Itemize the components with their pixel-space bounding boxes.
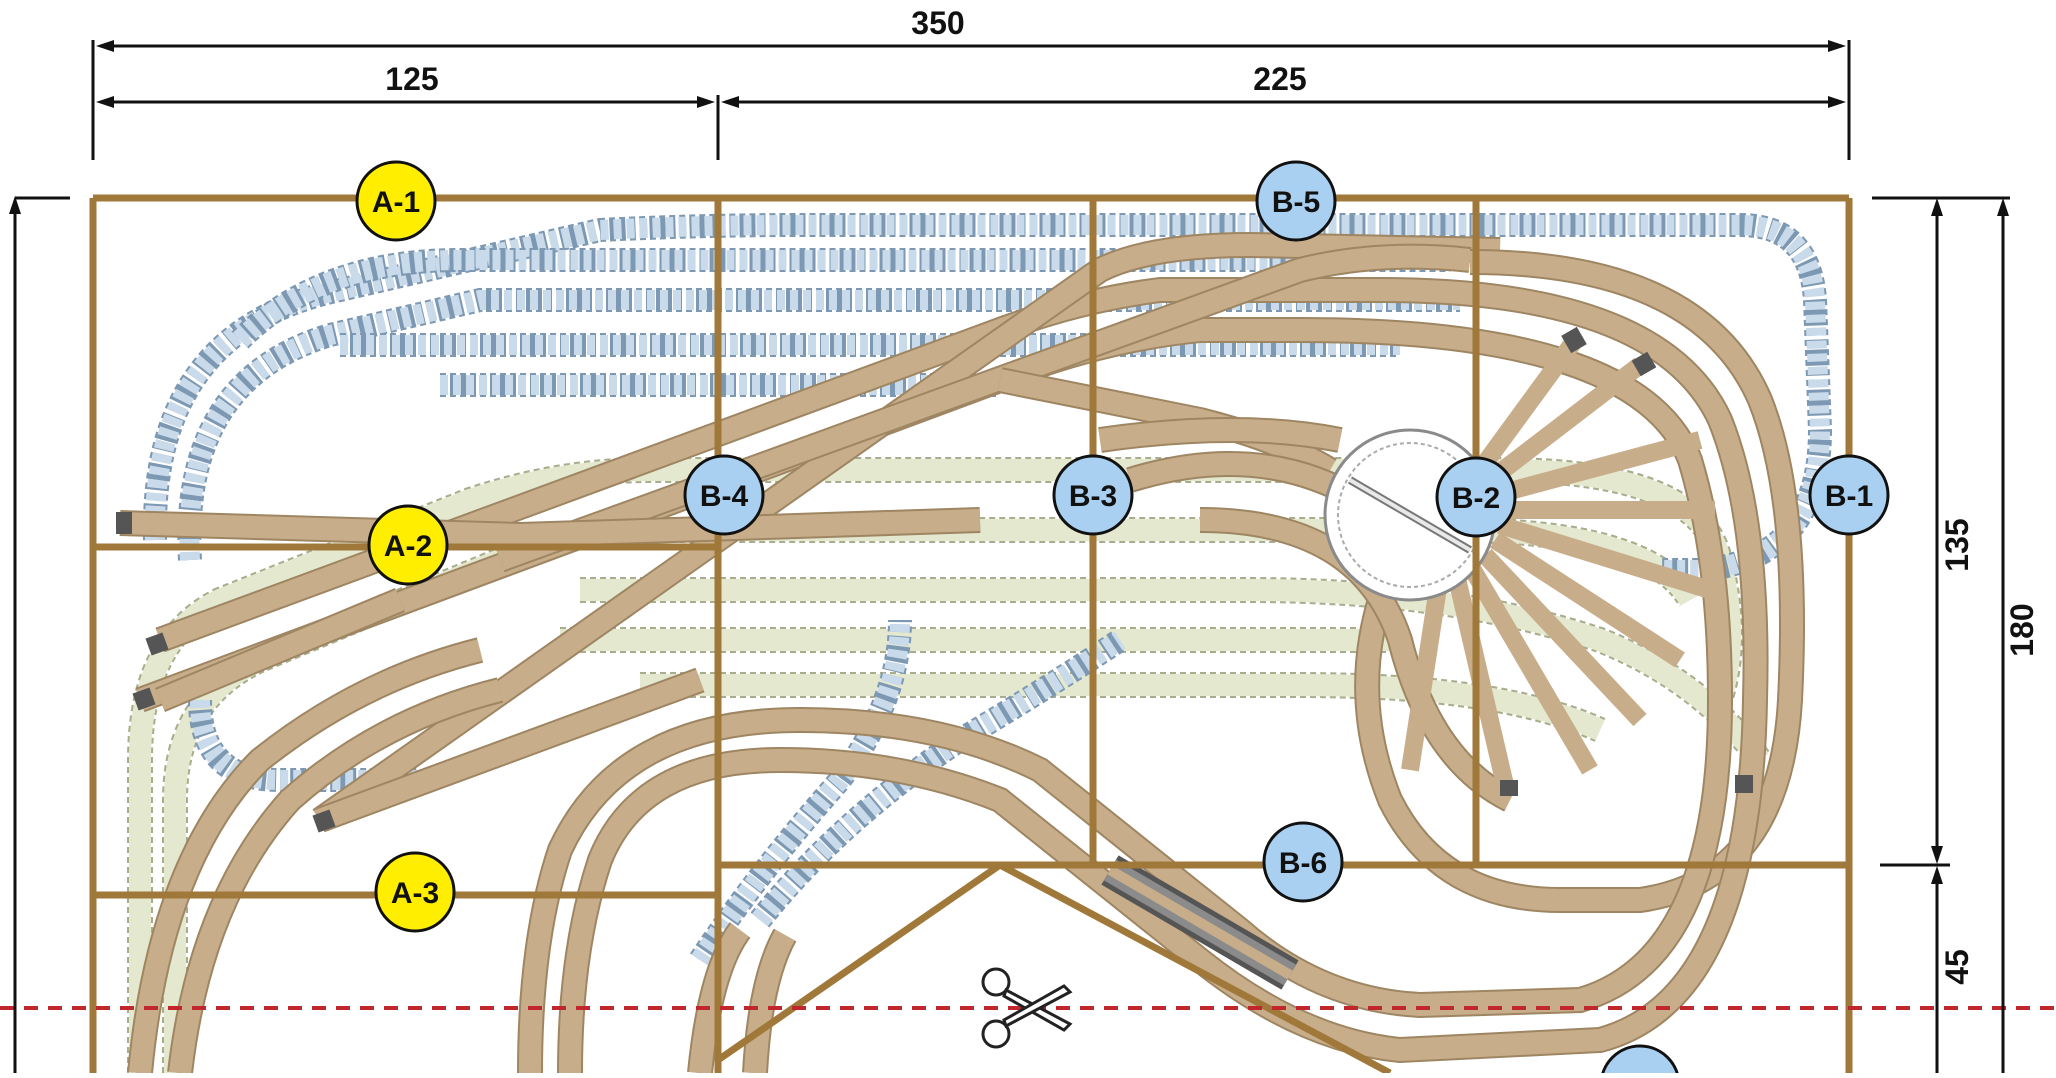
dim-total-height: 180 bbox=[2004, 603, 2040, 656]
module-badge-b-5: B-5 bbox=[1255, 160, 1337, 242]
module-label: A-1 bbox=[372, 186, 420, 219]
module-label: B-2 bbox=[1452, 482, 1500, 515]
visible-track-level bbox=[116, 231, 1805, 1075]
track-buffers bbox=[116, 326, 1753, 833]
module-label: A-3 bbox=[391, 877, 439, 910]
roundhouse-stalls bbox=[1401, 334, 1715, 788]
dim-upper-height: 135 bbox=[1939, 518, 1975, 571]
module-badge-partial bbox=[1600, 1044, 1680, 1078]
module-badge-b-2: B-2 bbox=[1435, 456, 1517, 538]
module-badge-a-3: A-3 bbox=[374, 851, 456, 933]
dim-lower-height: 45 bbox=[1939, 949, 1975, 985]
dim-left-width: 125 bbox=[385, 61, 438, 97]
module-label: B-3 bbox=[1069, 480, 1117, 513]
scissors-icon bbox=[981, 967, 1073, 1049]
module-label: B-5 bbox=[1272, 186, 1320, 219]
module-label: B-4 bbox=[700, 480, 749, 513]
module-badge-b-4: B-4 bbox=[683, 454, 765, 536]
module-badges: A-1 A-2 A-3 B-1 B-2 B-3 B-4 B-5 bbox=[355, 160, 1890, 1078]
module-badge-a-2: A-2 bbox=[367, 504, 449, 586]
dim-right-width: 225 bbox=[1253, 61, 1306, 97]
module-label: A-2 bbox=[384, 530, 432, 563]
module-badge-b-1: B-1 bbox=[1808, 454, 1890, 536]
dim-total-width: 350 bbox=[911, 5, 964, 41]
bridge bbox=[1101, 855, 1299, 990]
module-badge-b-3: B-3 bbox=[1052, 454, 1134, 536]
module-badge-b-6: B-6 bbox=[1262, 821, 1344, 903]
module-badge-a-1: A-1 bbox=[355, 160, 437, 242]
module-label: B-6 bbox=[1279, 847, 1327, 880]
module-label: B-1 bbox=[1825, 480, 1873, 513]
dimension-lines: 350 125 225 135 180 45 bbox=[9, 5, 2040, 1073]
